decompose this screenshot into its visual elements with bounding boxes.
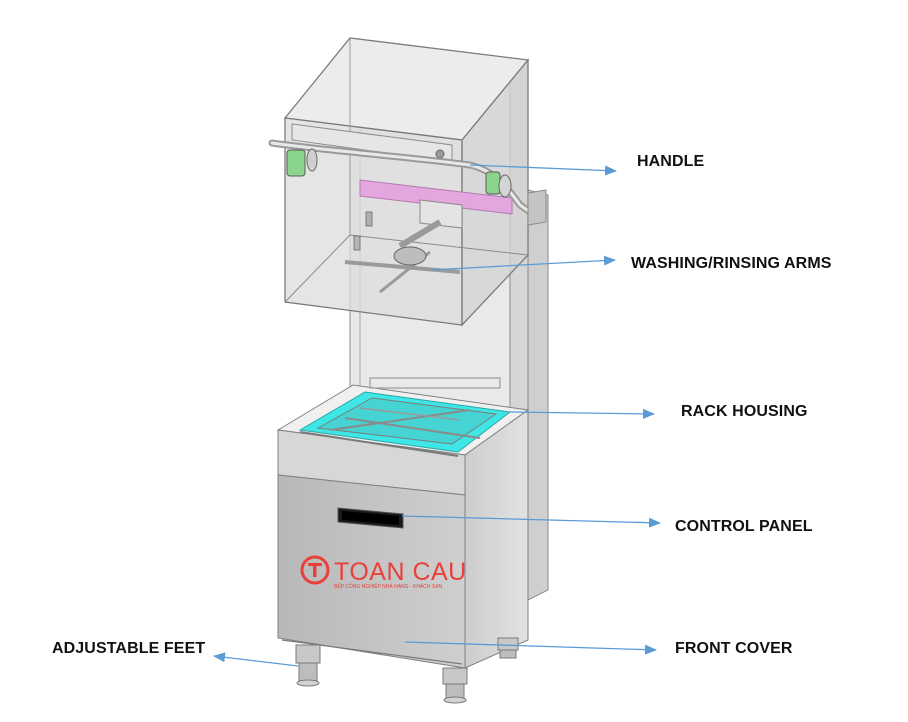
arrow-front-cover — [404, 641, 657, 655]
hood-handle — [268, 139, 547, 226]
logo-tagline: BẾP CÔNG NGHIỆP NHÀ HÀNG - KHÁCH SẠN — [334, 584, 443, 590]
label-control-panel: CONTROL PANEL — [675, 518, 813, 535]
arrow-rack-housing — [509, 408, 655, 419]
cabinet — [276, 384, 530, 669]
hood — [283, 37, 530, 327]
label-washing-arms: WASHING/RINSING ARMS — [631, 255, 832, 272]
logo-name: TOAN CAU — [334, 558, 467, 586]
adjustable-feet — [295, 637, 519, 704]
label-adjustable-feet: ADJUSTABLE FEET — [52, 640, 206, 657]
rack-housing — [298, 377, 512, 457]
arrow-control-panel — [401, 515, 661, 528]
washing-arms — [344, 219, 461, 294]
label-handle: HANDLE — [637, 153, 705, 170]
callout-arrows — [213, 164, 661, 667]
arrow-washing-arms — [429, 255, 616, 271]
label-front-cover: FRONT COVER — [675, 640, 793, 657]
arrow-adjustable-feet — [213, 652, 299, 667]
label-rack-housing: RACK HOUSING — [681, 403, 808, 420]
toan-cau-logo — [300, 555, 330, 585]
arrow-handle — [469, 164, 617, 176]
control-panel — [337, 507, 404, 529]
